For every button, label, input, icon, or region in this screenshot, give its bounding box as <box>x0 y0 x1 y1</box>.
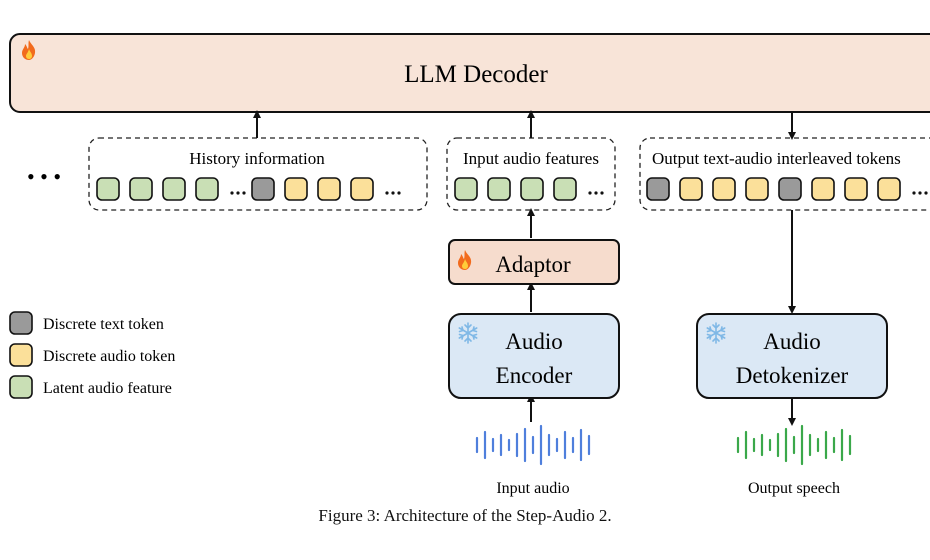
discrete-audio-token <box>679 177 703 201</box>
adaptor-block: Adaptor <box>448 239 620 285</box>
latent-audio-feature-token <box>195 177 219 201</box>
discrete-audio-token <box>712 177 736 201</box>
arrows <box>253 110 796 426</box>
ellipsis-dot <box>391 191 395 195</box>
legend-label: Discrete text token <box>43 316 164 333</box>
legend-label: Latent audio feature <box>43 380 172 397</box>
input-token-row <box>454 177 604 201</box>
ellipsis-dot <box>236 191 240 195</box>
audio-encoder-block: Audio Encoder <box>448 313 620 399</box>
history-label: History information <box>189 149 325 168</box>
encoder-label-line2: Encoder <box>496 363 573 388</box>
discrete-audio-token <box>284 177 308 201</box>
latent-audio-feature-token <box>487 177 511 201</box>
ellipsis-dot <box>918 191 922 195</box>
legend-swatch <box>9 311 33 335</box>
discrete-text-token <box>646 177 670 201</box>
audio-detokenizer-block: Audio Detokenizer <box>696 313 888 399</box>
ellipsis-dot <box>594 191 598 195</box>
adaptor-label: Adaptor <box>495 252 571 277</box>
discrete-text-token <box>251 177 275 201</box>
discrete-audio-token <box>877 177 901 201</box>
input-audio-label: Input audio <box>496 480 569 497</box>
ellipsis-dot <box>912 191 916 195</box>
latent-audio-feature-token <box>553 177 577 201</box>
ellipsis-dot <box>588 191 592 195</box>
ellipsis-dot <box>397 191 401 195</box>
discrete-text-token <box>778 177 802 201</box>
output-tokens-group: Output text-audio interleaved tokens <box>639 137 930 211</box>
discrete-audio-token <box>745 177 769 201</box>
discrete-audio-token <box>350 177 374 201</box>
input-waveform-icon <box>475 424 591 466</box>
latent-audio-feature-token <box>520 177 544 201</box>
ellipsis-dot <box>924 191 928 195</box>
legend-swatch <box>9 375 33 399</box>
discrete-audio-token <box>811 177 835 201</box>
encoder-label-line1: Audio <box>505 329 563 354</box>
detokenizer-label-line2: Detokenizer <box>736 363 849 388</box>
output-speech-label: Output speech <box>748 480 840 497</box>
history-token-row <box>96 177 401 201</box>
figure-caption: Figure 3: Architecture of the Step-Audio… <box>318 506 612 525</box>
latent-audio-feature-token <box>129 177 153 201</box>
latent-audio-feature-token <box>454 177 478 201</box>
output-tokens-label: Output text-audio interleaved tokens <box>652 149 901 168</box>
ellipsis-dot <box>230 191 234 195</box>
output-token-row <box>646 177 928 201</box>
discrete-audio-token <box>844 177 868 201</box>
ellipsis-dot <box>385 191 389 195</box>
legend-label: Discrete audio token <box>43 348 175 365</box>
input-features-label: Input audio features <box>463 149 599 168</box>
history-information-group: History information <box>88 137 428 211</box>
ellipsis-dot <box>600 191 604 195</box>
ellipsis-left: • • • <box>27 164 61 189</box>
detokenizer-label-line1: Audio <box>763 329 821 354</box>
latent-audio-feature-token <box>96 177 120 201</box>
legend-swatch <box>9 343 33 367</box>
latent-audio-feature-token <box>162 177 186 201</box>
input-audio-features-group: Input audio features <box>446 137 616 211</box>
llm-decoder-block: LLM Decoder <box>9 33 930 113</box>
architecture-diagram: LLM Decoder • • • History information In… <box>9 33 930 497</box>
discrete-audio-token <box>317 177 341 201</box>
ellipsis-dot <box>242 191 246 195</box>
output-waveform-icon <box>736 424 852 466</box>
decoder-label: LLM Decoder <box>404 61 548 88</box>
